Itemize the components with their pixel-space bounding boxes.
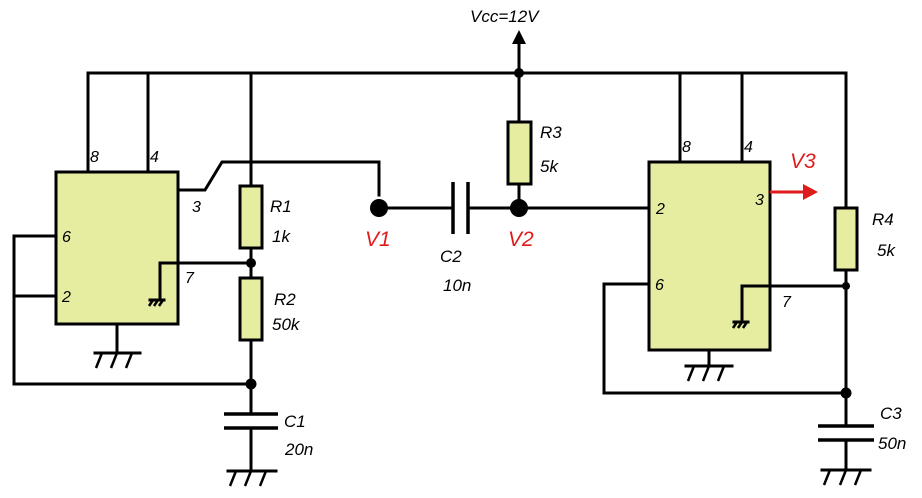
resistor-r2 (238, 276, 264, 342)
ic-right-pin7: 7 (782, 294, 792, 311)
c1-value: 20n (284, 440, 313, 459)
r1-value: 1k (272, 227, 291, 246)
r4-value: 5k (877, 241, 896, 260)
ic-right-pin2: 2 (655, 201, 665, 218)
r1-name: R1 (270, 197, 292, 216)
vcc-rail (86, 68, 848, 78)
c3-name: C3 (880, 404, 902, 423)
ic-right-pin3: 3 (755, 192, 764, 209)
resistor-r1 (238, 184, 264, 250)
c2-value: 10n (443, 276, 471, 295)
ic-left-pin4: 4 (150, 149, 159, 166)
ic-left-pin8: 8 (90, 149, 99, 166)
r3-name: R3 (540, 123, 562, 142)
r4-c3-column: R4 5k C3 50n (818, 71, 906, 486)
ic-left-pin6: 6 (62, 229, 71, 246)
node-v3-label: V3 (790, 150, 816, 173)
r1-r2-c1-column: R1 1k R2 50k C1 20n (224, 71, 313, 487)
ic-left-pin7: 7 (185, 270, 195, 287)
resistor-r3 (506, 120, 533, 186)
ic-left-pin2: 2 (61, 289, 71, 306)
timer-ic-right: 8 4 2 3 V3 6 7 (602, 71, 848, 395)
c2-name: C2 (440, 247, 462, 266)
r4-name: R4 (872, 210, 894, 229)
coupling-network: V1 C2 10n V2 R3 5k (365, 71, 651, 295)
ic-right-pin8: 8 (682, 139, 691, 156)
c1-name: C1 (284, 412, 306, 431)
c3-value: 50n (878, 434, 906, 453)
ic-left-pin3: 3 (192, 199, 201, 216)
r2-value: 50k (272, 315, 301, 334)
vcc-label: Vcc=12V (470, 7, 540, 26)
timer-ic-left: 8 4 3 6 2 7 (12, 71, 381, 386)
ic-right-pin6: 6 (655, 277, 664, 294)
node-v2-label: V2 (508, 228, 534, 251)
r2-name: R2 (274, 290, 296, 309)
vcc-supply: Vcc=12V (470, 7, 540, 75)
resistor-r4 (833, 206, 859, 272)
ic-right-pin4: 4 (744, 139, 753, 156)
r3-value: 5k (540, 157, 559, 176)
ic-right-body (647, 160, 772, 352)
node-v1-label: V1 (365, 228, 391, 251)
